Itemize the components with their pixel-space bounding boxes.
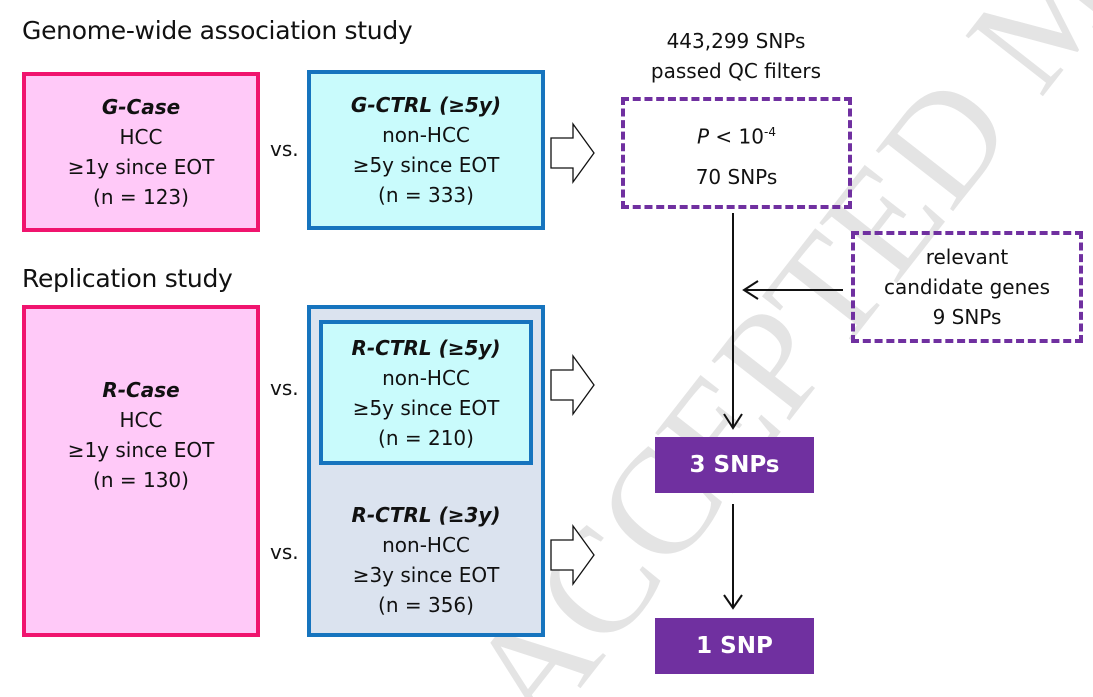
r-ctrl-3y-title: R-CTRL (≥3y): [351, 503, 501, 527]
arrow-head-down-icon: [723, 413, 743, 430]
r-ctrl-5y-title: R-CTRL (≥5y): [351, 335, 501, 360]
stage3-result-box: 1 SNP: [655, 618, 814, 674]
arrow-head-left-icon: [742, 280, 759, 300]
stage2-result-box: 3 SNPs: [655, 437, 814, 493]
candidate-genes-box: relevant candidate genes 9 SNPs: [851, 231, 1083, 343]
r-ctrl-3y-line: non-HCC: [382, 533, 470, 557]
p-threshold: P < 10-4: [697, 117, 776, 152]
g-case-line: HCC: [119, 125, 163, 149]
vs-label: vs.: [270, 376, 299, 400]
qc-caption-line: passed QC filters: [650, 59, 822, 83]
r-ctrl-5y-line: (n = 210): [378, 425, 474, 450]
candidate-line: relevant: [925, 245, 1009, 269]
r-ctrl-5y-line: non-HCC: [382, 365, 470, 390]
candidate-line: 9 SNPs: [932, 305, 1002, 329]
block-arrow-icon: [550, 121, 595, 185]
g-ctrl-title: G-CTRL (≥5y): [350, 93, 502, 117]
r-ctrl-3y-box: R-CTRL (≥3y) non-HCC ≥3y since EOT (n = …: [319, 490, 533, 630]
p-threshold-text: < 10: [709, 124, 764, 149]
g-case-line: ≥1y since EOT: [67, 155, 215, 179]
g-ctrl-line: ≥5y since EOT: [352, 153, 500, 177]
filter-result: 70 SNPs: [695, 165, 778, 190]
r-case-line: HCC: [119, 408, 163, 432]
p-filter-box: P < 10-4 70 SNPs: [621, 97, 852, 209]
g-ctrl-line: non-HCC: [382, 123, 470, 147]
r-ctrl-5y-box: R-CTRL (≥5y) non-HCC ≥5y since EOT (n = …: [319, 320, 533, 465]
block-arrow-icon: [550, 353, 595, 417]
qc-caption-line: 443,299 SNPs: [666, 29, 806, 53]
r-ctrl-3y-line: ≥3y since EOT: [352, 563, 500, 587]
qc-caption: 443,299 SNPs passed QC filters: [621, 26, 851, 86]
p-symbol: P: [697, 124, 710, 149]
candidate-line: candidate genes: [883, 275, 1051, 299]
block-arrow-icon: [550, 523, 595, 587]
replication-section-title: Replication study: [22, 264, 233, 293]
vs-label: vs.: [270, 540, 299, 564]
r-case-line: (n = 130): [93, 468, 189, 492]
g-case-line: (n = 123): [93, 185, 189, 209]
r-ctrl-3y-line: (n = 356): [378, 593, 474, 617]
r-case-title: R-Case: [102, 378, 180, 402]
r-case-line: ≥1y since EOT: [67, 438, 215, 462]
r-case-box: R-Case HCC ≥1y since EOT (n = 130): [22, 305, 260, 637]
g-ctrl-line: (n = 333): [378, 183, 474, 207]
g-case-box: G-Case HCC ≥1y since EOT (n = 123): [22, 72, 260, 232]
arrow-head-down-icon: [723, 594, 743, 610]
r-ctrl-5y-line: ≥5y since EOT: [352, 395, 500, 420]
vs-label: vs.: [270, 137, 299, 161]
g-ctrl-box: G-CTRL (≥5y) non-HCC ≥5y since EOT (n = …: [307, 70, 545, 230]
g-case-title: G-Case: [101, 95, 181, 119]
gwas-section-title: Genome-wide association study: [22, 16, 413, 45]
p-exponent: -4: [764, 124, 776, 139]
